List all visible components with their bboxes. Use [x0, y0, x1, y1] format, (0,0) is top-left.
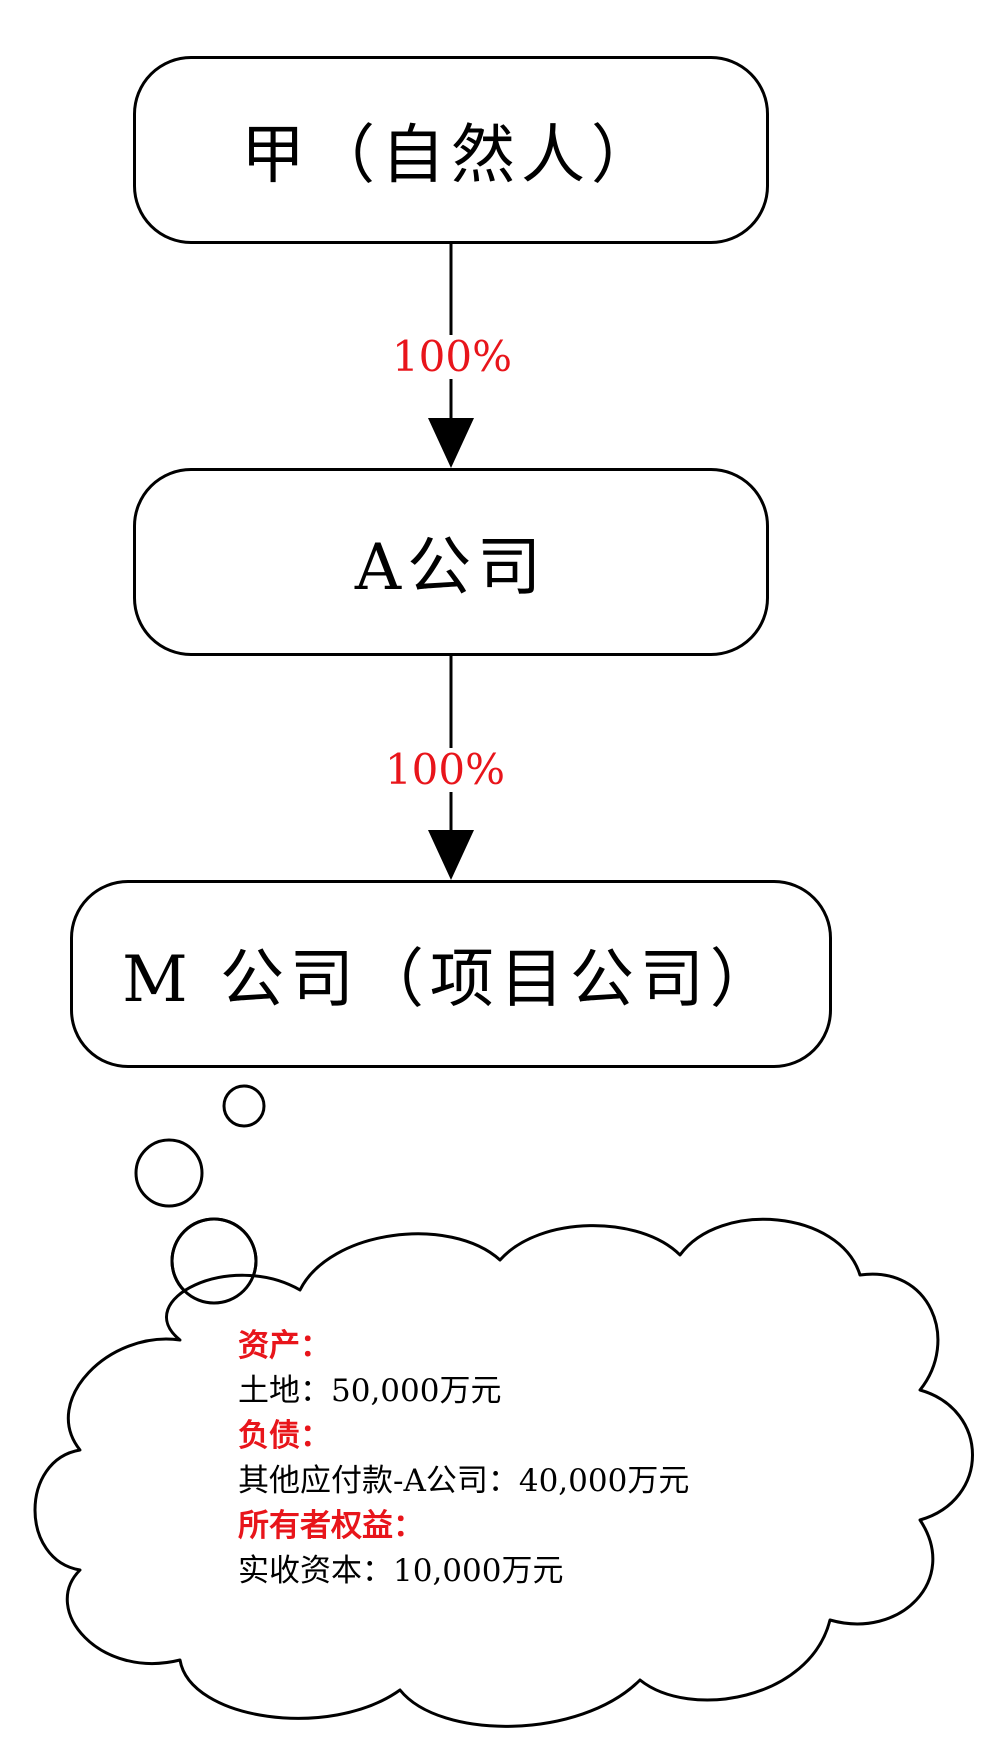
thought-bubble-small — [222, 1084, 266, 1128]
node-label-top: 甲（自然人） — [241, 119, 661, 193]
node-label-bottom: M 公司（项目公司） — [122, 943, 780, 1017]
thought-bubble-medium — [134, 1138, 204, 1208]
node-company-a: A公司 — [133, 468, 769, 656]
thought-bubble-large-overlay — [170, 1217, 258, 1305]
node-company-m-project: M 公司（项目公司） — [70, 880, 832, 1068]
edge-label-middle-to-bottom: 100% — [345, 748, 545, 792]
equity-heading: 所有者权益： — [238, 1508, 424, 1544]
liabilities-heading: 负债： — [238, 1418, 331, 1454]
balance-sheet-text: 资产： 土地：50,000万元 负债： 其他应付款-A公司：40,000万元 所… — [238, 1324, 689, 1594]
assets-heading: 资产： — [238, 1328, 331, 1364]
node-natural-person-jia: 甲（自然人） — [133, 56, 769, 244]
assets-item: 土地：50,000万元 — [238, 1373, 502, 1409]
arrowhead-top-to-middle — [428, 418, 474, 468]
equity-item: 实收资本：10,000万元 — [238, 1553, 564, 1589]
arrowhead-middle-to-bottom — [428, 830, 474, 880]
node-label-middle: A公司 — [354, 531, 548, 605]
cloud-shape — [33, 1217, 974, 1728]
liabilities-item: 其他应付款-A公司：40,000万元 — [238, 1463, 690, 1499]
edge-label-top-to-middle: 100% — [352, 335, 552, 379]
